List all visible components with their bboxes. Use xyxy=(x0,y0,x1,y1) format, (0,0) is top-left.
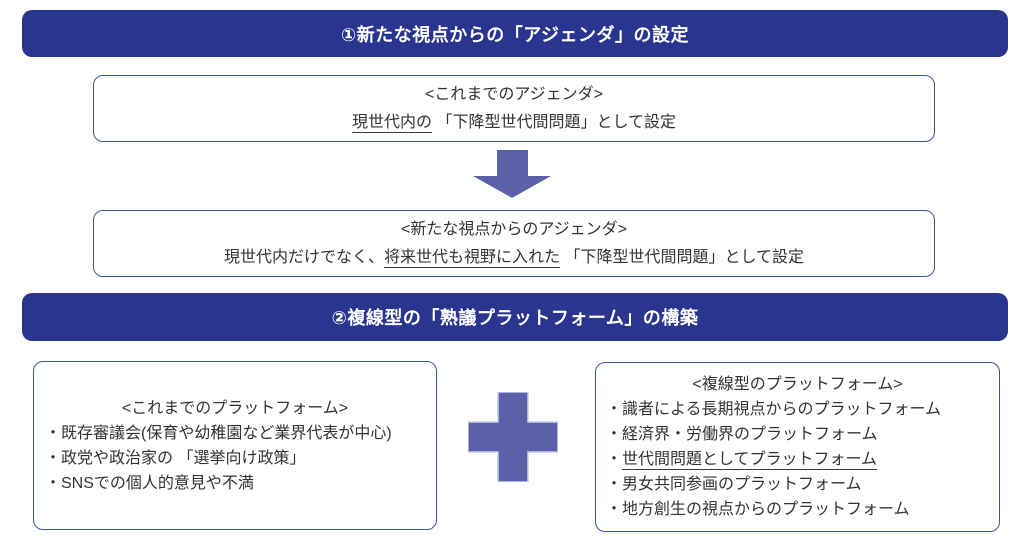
list-item: ・既存審議会(保育や幼稚園など業界代表が中心) xyxy=(45,424,392,442)
underlined-text: 将来世代も視野に入れた xyxy=(384,248,561,268)
previous-agenda-title: <これまでのアジェンダ> xyxy=(424,85,604,103)
previous-agenda-box: <これまでのアジェンダ> 現世代内の 「下降型世代間問題」として設定 xyxy=(93,75,935,142)
list-item: ・世代間問題としてプラットフォーム xyxy=(606,447,989,472)
bullet: ・ xyxy=(606,451,623,468)
section2-header: ②複線型の「熟議プラットフォーム」の構築 xyxy=(22,293,1008,341)
bullet: ・ xyxy=(606,501,623,518)
multi-track-platform-box: <複線型のプラットフォーム> ・識者による長期視点からのプラットフォーム ・経済… xyxy=(595,362,1000,532)
multi-track-platform-title: <複線型のプラットフォーム> xyxy=(692,376,903,393)
list-item: ・男女共同参画のプラットフォーム xyxy=(606,472,989,497)
bullet: ・ xyxy=(606,401,623,418)
list-item: ・経済界・労働界のプラットフォーム xyxy=(606,422,989,447)
item-text: 男女共同参画のプラットフォーム xyxy=(622,476,862,493)
new-agenda-title: <新たな視点からのアジェンダ> xyxy=(400,220,628,238)
down-arrow-icon xyxy=(473,150,551,203)
plus-icon xyxy=(467,391,559,487)
previous-platform-title: <これまでのプラットフォーム> xyxy=(121,399,349,417)
line-suffix: 「下降型世代間問題」として設定 xyxy=(560,248,804,266)
list-item: ・政党や政治家の 「選挙向け政策」 xyxy=(45,449,306,467)
list-item: ・SNSでの個人的意見や不満 xyxy=(45,474,254,492)
list-item: ・地方創生の視点からのプラットフォーム xyxy=(606,497,989,522)
section1-header-label: ①新たな視点からの「アジェンダ」の設定 xyxy=(340,24,690,45)
previous-agenda-line: 現世代内の 「下降型世代間問題」として設定 xyxy=(352,109,676,137)
item-text-underlined: 世代間問題としてプラットフォーム xyxy=(622,451,878,470)
section2-header-label: ②複線型の「熟議プラットフォーム」の構築 xyxy=(331,308,699,328)
list-item: ・識者による長期視点からのプラットフォーム xyxy=(606,397,989,422)
previous-platform-box: <これまでのプラットフォーム> ・既存審議会(保育や幼稚園など業界代表が中心) … xyxy=(33,361,437,530)
item-text: 識者による長期視点からのプラットフォーム xyxy=(622,401,942,418)
underlined-text: 現世代内の xyxy=(352,113,433,133)
bullet: ・ xyxy=(606,476,623,493)
line-suffix: 「下降型世代間問題」として設定 xyxy=(432,113,676,131)
line-prefix: 現世代内だけでなく、 xyxy=(224,248,385,266)
bullet: ・ xyxy=(606,426,623,443)
new-agenda-line: 現世代内だけでなく、将来世代も視野に入れた 「下降型世代間問題」として設定 xyxy=(224,244,804,272)
section1-header: ①新たな視点からの「アジェンダ」の設定 xyxy=(22,10,1008,57)
item-text: 地方創生の視点からのプラットフォーム xyxy=(622,501,910,518)
item-text: 経済界・労働界のプラットフォーム xyxy=(622,426,878,443)
new-agenda-box: <新たな視点からのアジェンダ> 現世代内だけでなく、将来世代も視野に入れた 「下… xyxy=(93,210,935,277)
